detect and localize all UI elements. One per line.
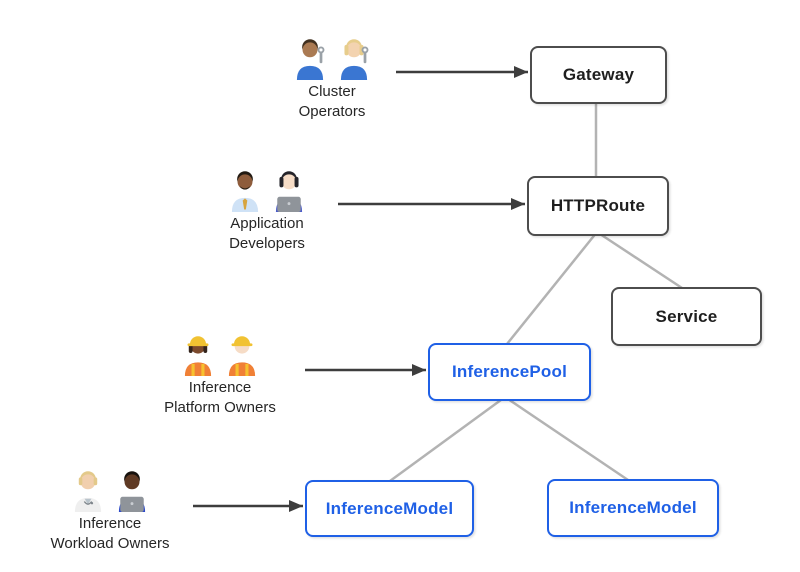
persona-label-line: Application	[230, 215, 304, 232]
persona-label: Inference Platform Owners	[164, 378, 276, 418]
persona-label-line: Inference	[188, 379, 252, 396]
persona-label: Application Developers	[229, 214, 305, 254]
node-inference-pool: InferencePool	[428, 343, 591, 401]
woman-construction-worker-icon	[184, 336, 212, 376]
health-worker-icon	[74, 471, 102, 512]
edge-httproute-service	[596, 230, 683, 290]
persona-inference-platform-owners: Inference Platform Owners	[135, 332, 305, 418]
man-technologist-icon	[118, 471, 146, 512]
persona-label-line: Inference	[78, 515, 142, 532]
node-gateway: Gateway	[530, 46, 667, 104]
persona-label: Cluster Operators	[299, 82, 366, 122]
node-inference-model-2: InferenceModel	[547, 479, 719, 537]
node-service: Service	[611, 287, 762, 346]
persona-icons	[179, 332, 261, 376]
persona-label-line: Operators	[298, 103, 366, 120]
edge-inferencepool-inferencemodel-2	[504, 395, 629, 482]
persona-label: Inference Workload Owners	[51, 514, 170, 554]
node-httproute: HTTPRoute	[527, 176, 669, 236]
edge-inferencepool-inferencemodel-1	[389, 395, 506, 483]
persona-label-line: Workload Owners	[50, 535, 170, 552]
woman-technologist-icon	[275, 171, 303, 212]
woman-mechanic-icon	[340, 39, 369, 80]
man-office-worker-icon	[231, 171, 259, 212]
man-construction-worker-icon	[228, 336, 256, 376]
node-inference-model-1: InferenceModel	[305, 480, 474, 537]
persona-label-line: Cluster	[308, 83, 356, 100]
persona-label-line: Platform Owners	[164, 399, 276, 416]
persona-icons	[291, 36, 373, 80]
edge-httproute-inferencepool	[506, 231, 598, 345]
persona-icons	[226, 168, 308, 212]
persona-label-line: Developers	[229, 235, 305, 252]
persona-icons	[69, 468, 151, 512]
persona-application-developers: Application Developers	[187, 168, 347, 254]
man-mechanic-icon	[296, 39, 325, 80]
persona-cluster-operators: Cluster Operators	[257, 36, 407, 122]
persona-inference-workload-owners: Inference Workload Owners	[25, 468, 195, 554]
